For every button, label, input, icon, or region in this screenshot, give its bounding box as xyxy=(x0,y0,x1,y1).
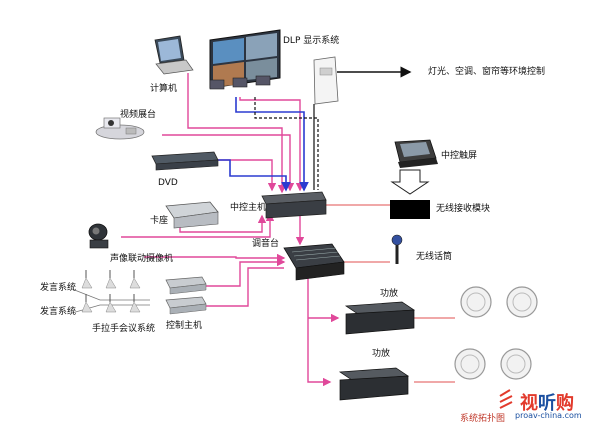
diagram-caption: 系统拓扑图 xyxy=(460,414,506,424)
dlp-display-wall-icon xyxy=(209,29,281,90)
central-host-icon xyxy=(261,191,327,219)
mixer-icon xyxy=(283,243,345,281)
cassette-deck-icon xyxy=(165,201,219,229)
label-mixer: 调音台 xyxy=(252,239,280,249)
video-booth-icon xyxy=(95,117,145,140)
camera-icon xyxy=(88,223,109,249)
label-touchscreen: 中控触屏 xyxy=(441,151,478,161)
label-speaker-system-1: 发言系统 xyxy=(40,283,77,293)
brand-url: proav-china.com xyxy=(515,411,582,420)
label-wireless-module: 无线接收模块 xyxy=(436,204,491,214)
touchscreen-arrow xyxy=(390,169,430,195)
line-computer-to-host xyxy=(187,73,287,194)
line-speaker-unit xyxy=(71,288,150,301)
line-conf-to-mixer xyxy=(206,257,286,287)
ceiling-speaker-icon xyxy=(500,348,532,380)
brand-char: 购 xyxy=(556,393,574,414)
line-dlp-to-host xyxy=(239,97,305,192)
label-camera: 声像联动摄像机 xyxy=(110,254,174,264)
brand-logo: 视听购 xyxy=(520,389,574,415)
label-wireless-mic: 无线话筒 xyxy=(416,252,453,262)
ceiling-speaker-icon xyxy=(454,348,486,380)
touchscreen-icon xyxy=(394,139,438,168)
line-dvd-to-host xyxy=(218,159,277,192)
line-control-to-mixer xyxy=(206,267,284,307)
label-amplifier-2: 功放 xyxy=(372,349,391,359)
dvd-player-icon xyxy=(151,151,219,171)
ceiling-speaker-icon xyxy=(506,286,538,318)
conference-host-icon xyxy=(165,276,207,295)
wireless-mic-icon xyxy=(391,234,403,264)
pink-signal-lines xyxy=(121,73,340,387)
brand-logo-mark xyxy=(499,389,513,409)
control-host-icon xyxy=(165,296,207,315)
line-camera-to-mixer xyxy=(144,253,286,263)
line-mixer-to-amp2 xyxy=(307,278,332,387)
label-dvd: DVD xyxy=(158,178,178,188)
wireless-receiver-icon xyxy=(390,200,430,219)
line-camera-to-host xyxy=(121,212,275,238)
label-env-control: 灯光、空调、窗帘等环境控制 xyxy=(428,67,546,77)
label-amplifier-1: 功放 xyxy=(380,289,399,299)
amplifier-2-icon xyxy=(338,367,410,401)
label-cassette: 卡座 xyxy=(150,216,169,226)
ceiling-speaker-icon xyxy=(460,286,492,318)
env-controller-icon xyxy=(313,56,339,105)
label-conference-system: 手拉手会议系统 xyxy=(92,324,156,334)
line-blue-dlp xyxy=(235,97,309,192)
line-control-dashed xyxy=(254,97,319,190)
red-signal-lines xyxy=(324,204,455,383)
label-central-host: 中控主机 xyxy=(230,203,267,213)
computer-icon xyxy=(154,35,194,75)
conference-mics-icon xyxy=(81,270,141,313)
label-video-booth: 视频展台 xyxy=(120,110,157,120)
label-control-host: 控制主机 xyxy=(166,321,203,331)
label-computer: 计算机 xyxy=(150,84,178,94)
line-cassette-to-host xyxy=(179,214,267,233)
label-speaker-system-2: 发言系统 xyxy=(40,307,77,317)
amplifier-1-icon xyxy=(344,301,416,335)
line-booth-to-host xyxy=(162,134,295,192)
black-signal-lines xyxy=(254,66,412,190)
label-dlp-display: DLP 显示系统 xyxy=(283,36,340,46)
brand-char: 视 xyxy=(520,393,538,414)
brand-char: 听 xyxy=(538,393,556,414)
